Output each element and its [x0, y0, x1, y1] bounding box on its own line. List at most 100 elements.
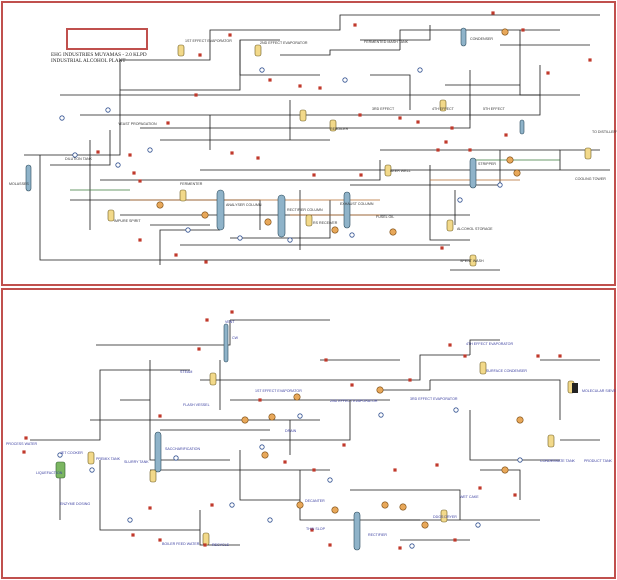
valve-top-15	[436, 148, 440, 152]
label-top-fourth-effect: 4TH EFFECT	[432, 107, 455, 111]
label-top-export: TO DISTILLERY FINAL PRODUCT TANK	[592, 130, 617, 134]
fermenter-tank	[55, 461, 66, 479]
pump-top-7	[457, 197, 463, 203]
rs-receiver-vessel	[305, 214, 313, 227]
heat-exchanger-bottom-3	[296, 501, 304, 509]
valve-bottom-13	[258, 398, 262, 402]
condensate-vessel	[547, 434, 555, 448]
label-top-dilution: DILUTION TANK	[65, 157, 93, 161]
label-top-hr-2: 2ND EFFECT EVAPORATOR	[260, 41, 308, 45]
valve-bottom-18	[148, 506, 152, 510]
pump-bottom-10	[229, 502, 235, 508]
analyser-column	[216, 189, 225, 231]
valve-bottom-26	[513, 493, 517, 497]
valve-top-22	[359, 173, 363, 177]
valve-bottom-14	[283, 460, 287, 464]
label-bottom-slurry: SLURRY TANK	[124, 460, 149, 464]
label-top-exhaust: EXHAUST COLUMN	[340, 202, 374, 206]
valve-top-12	[521, 28, 525, 32]
heat-exchanger-top-2	[201, 211, 209, 219]
valve-top-1	[96, 150, 100, 154]
label-bottom-cw: CW	[232, 336, 239, 340]
heat-exchanger-top-4	[389, 228, 397, 236]
label-top-beer-well: BEER WELL	[390, 169, 411, 173]
alcohol-storage-vessel	[446, 219, 454, 232]
label-top-rs-receiver: RS RECEIVER	[313, 221, 338, 225]
valve-bottom-23	[398, 546, 402, 550]
label-bottom-liquefaction: LIQUEFACTION	[36, 471, 63, 475]
label-bottom-steam: STEAM	[180, 370, 192, 374]
valve-bottom-28	[448, 343, 452, 347]
pump-top-9	[417, 67, 423, 73]
valve-bottom-27	[408, 378, 412, 382]
mol-sieve-vessel	[572, 383, 578, 393]
plant-title-line2: INDUSTRIAL ALCOHOL PLANT	[51, 58, 126, 65]
fourth-effect-vessel	[439, 99, 447, 112]
rectifier-column	[277, 194, 286, 238]
pump-bottom-4	[259, 444, 265, 450]
valve-top-4	[128, 153, 132, 157]
pump-bottom-14	[127, 517, 133, 523]
valve-bottom-24	[453, 538, 457, 542]
valve-top-10	[353, 23, 357, 27]
valve-top-27	[228, 33, 232, 37]
valve-top-18	[504, 133, 508, 137]
valve-bottom-8	[342, 443, 346, 447]
label-bottom-enzyme: ENZYME DOSING	[60, 502, 90, 506]
label-bottom-premix: PREMIX TANK	[96, 457, 121, 461]
condenser-column	[460, 27, 467, 47]
label-top-reboiler: REBOILER	[330, 127, 349, 131]
valve-top-5	[194, 93, 198, 97]
valve-bottom-7	[350, 383, 354, 387]
valve-bottom-5	[205, 318, 209, 322]
pump-top-8	[497, 182, 503, 188]
heat-exchanger-top-5	[506, 156, 514, 164]
product-vessel	[584, 147, 592, 160]
valve-top-14	[588, 58, 592, 62]
heat-exchanger-bottom-1	[268, 413, 276, 421]
plant-title: EHG INDUSTRIES MUYAMAS - 2.0 KLPD INDUST…	[51, 52, 147, 64]
pump-top-12	[105, 107, 111, 113]
valve-top-6	[166, 121, 170, 125]
valve-bottom-3	[197, 347, 201, 351]
valve-top-19	[256, 156, 260, 160]
heat-exchanger-bottom-9	[501, 466, 509, 474]
surface-condenser-vessel	[479, 361, 487, 375]
label-top-condenser: CONDENSER	[470, 37, 493, 41]
pump-top-3	[185, 227, 191, 233]
valve-bottom-20	[203, 543, 207, 547]
label-top-analyser: ANALYSER COLUMN	[226, 203, 262, 207]
valve-bottom-10	[536, 354, 540, 358]
heat-exchanger-top-7	[501, 28, 509, 36]
valve-bottom-12	[210, 503, 214, 507]
pump-top-5	[287, 237, 293, 243]
valve-bottom-9	[463, 354, 467, 358]
valve-top-8	[298, 84, 302, 88]
fusel-oil-vessel	[329, 119, 337, 132]
flash-vessel	[209, 372, 217, 386]
valve-bottom-22	[328, 543, 332, 547]
premix-vessel	[87, 451, 95, 465]
valve-top-13	[546, 71, 550, 75]
pump-bottom-5	[297, 413, 303, 419]
label-bottom-condenser: SURFACE CONDENSER	[486, 369, 527, 373]
valve-top-3	[138, 179, 142, 183]
pump-bottom-11	[267, 517, 273, 523]
valve-bottom-30	[158, 414, 162, 418]
valve-top-16	[468, 148, 472, 152]
label-top-impure-spirit: IMPURE SPIRIT	[114, 219, 141, 223]
valve-top-30	[398, 116, 402, 120]
valve-top-24	[174, 253, 178, 257]
label-bottom-boiler: BOILER FEED WATER	[162, 542, 200, 546]
label-bottom-decanter: DECANTER	[305, 499, 325, 503]
pump-bottom-9	[517, 457, 523, 463]
pump-bottom-3	[173, 455, 179, 461]
valve-top-28	[198, 53, 202, 57]
stripper-column	[469, 157, 477, 189]
label-bottom-dryer: DDGS DRYER	[433, 515, 457, 519]
exhaust-column	[343, 191, 351, 229]
label-bottom-second-effect: 2ND EFFECT EVAPORATOR	[330, 399, 378, 403]
fermenter-vessel-a	[179, 189, 187, 202]
